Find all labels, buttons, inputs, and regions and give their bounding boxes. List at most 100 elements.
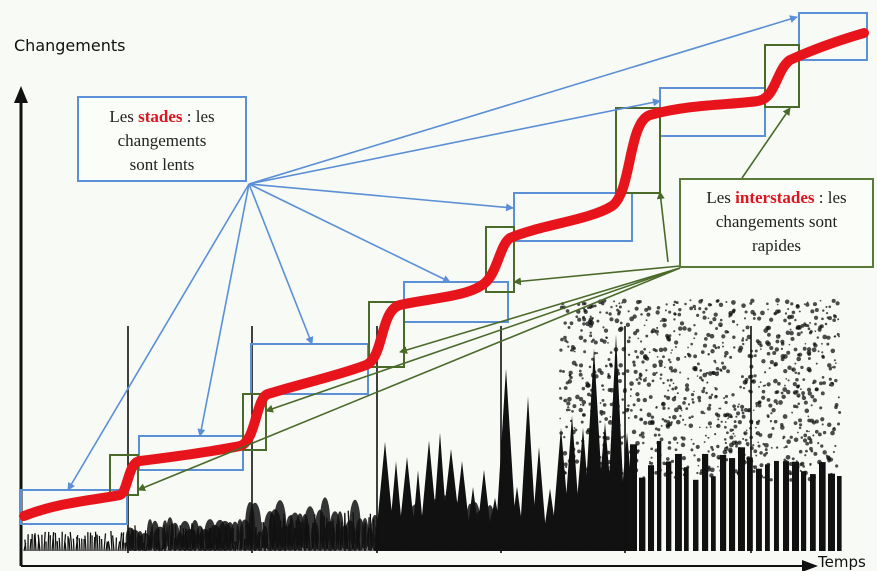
- vegetation-shape: [763, 453, 767, 457]
- vegetation-shape: [608, 312, 612, 316]
- vegetation-shape: [770, 446, 773, 449]
- interstade-box: [368, 301, 405, 368]
- vegetation-shape: [809, 322, 812, 324]
- vegetation-shape: [673, 318, 676, 321]
- vegetation-shape: [641, 435, 645, 439]
- vegetation-shape: [716, 424, 719, 428]
- vegetation-shape: [724, 394, 728, 398]
- vegetation-shape: [615, 467, 618, 471]
- vegetation-shape: [768, 403, 773, 408]
- vegetation-shape: [572, 466, 576, 470]
- vegetation-shape: [802, 465, 805, 468]
- vegetation-shape: [684, 467, 689, 551]
- vegetation-shape: [821, 351, 824, 354]
- vegetation-shape: [677, 404, 682, 410]
- vegetation-shape: [569, 475, 573, 479]
- vegetation-shape: [560, 337, 564, 342]
- vegetation-shape: [702, 380, 704, 382]
- vegetation-shape: [639, 477, 646, 551]
- vegetation-shape: [685, 407, 689, 411]
- vegetation-shape: [835, 464, 839, 468]
- vegetation-shape: [819, 381, 823, 386]
- vegetation-shape: [819, 462, 826, 551]
- vegetation-shape: [822, 381, 826, 385]
- vegetation-shape: [811, 347, 817, 353]
- vegetation-shape: [693, 454, 696, 457]
- vegetation-shape: [692, 442, 695, 445]
- vegetation-shape: [755, 431, 761, 436]
- vegetation-shape: [793, 391, 796, 394]
- vegetation-shape: [784, 312, 788, 315]
- vegetation-shape: [617, 428, 621, 432]
- vegetation-shape: [733, 420, 737, 424]
- vegetation-shape: [700, 298, 704, 302]
- vegetation-shape: [773, 312, 776, 315]
- vegetation-shape: [621, 372, 625, 376]
- vegetation-shape: [650, 456, 653, 459]
- vegetation-shape: [622, 411, 625, 414]
- vegetation-shape: [709, 426, 712, 428]
- vegetation-shape: [570, 447, 576, 452]
- vegetation-shape: [780, 347, 784, 351]
- vegetation-shape: [635, 355, 640, 359]
- vegetation-shape: [831, 366, 834, 369]
- vegetation-shape: [563, 462, 568, 467]
- vegetation-shape: [590, 372, 596, 378]
- vegetation-shape: [656, 305, 661, 310]
- vegetation-shape: [584, 476, 589, 481]
- vegetation-shape: [725, 446, 729, 449]
- vegetation-shape: [602, 442, 607, 448]
- vegetation-shape: [689, 306, 694, 311]
- vegetation-shape: [602, 326, 605, 329]
- vegetation-shape: [588, 445, 593, 450]
- vegetation-shape: [709, 467, 715, 473]
- vegetation-shape: [716, 413, 721, 418]
- vegetation-shape: [808, 440, 813, 445]
- vegetation-shape: [29, 538, 32, 552]
- vegetation-shape: [822, 450, 827, 455]
- vegetation-shape: [770, 433, 773, 436]
- vegetation-shape: [110, 531, 113, 552]
- vegetation-shape: [771, 426, 775, 430]
- vegetation-shape: [729, 355, 733, 359]
- vegetation-shape: [810, 474, 816, 551]
- vegetation-shape: [804, 408, 810, 414]
- vegetation-shape: [708, 403, 712, 407]
- interstade-arrows: [137, 107, 791, 492]
- vegetation-shape: [732, 335, 736, 339]
- vegetation-shape: [560, 467, 564, 471]
- vegetation-shape: [590, 340, 594, 343]
- vegetation-shape: [602, 435, 607, 440]
- vegetation-shape: [632, 314, 637, 319]
- vegetation-shape: [714, 386, 716, 389]
- vegetation-shape: [778, 400, 783, 405]
- vegetation-shape: [56, 541, 59, 552]
- vegetation-shape: [656, 356, 659, 358]
- vegetation-shape: [702, 315, 707, 320]
- vegetation-shape: [724, 350, 729, 356]
- vegetation-shape: [610, 442, 616, 448]
- vegetation-shape: [565, 408, 569, 412]
- vegetation-shape: [665, 457, 670, 461]
- vegetation-shape: [757, 340, 762, 346]
- vegetation-shape: [690, 438, 693, 441]
- vegetation-shape: [817, 432, 822, 437]
- vegetation-shape: [795, 384, 800, 389]
- vegetation-shape: [634, 350, 638, 353]
- vegetation-shape: [801, 471, 807, 551]
- vegetation-shape: [656, 326, 659, 329]
- vegetation-shape: [629, 395, 632, 397]
- vegetation-shape: [714, 433, 717, 436]
- vegetation-shape: [705, 426, 708, 429]
- vegetation-shape: [735, 415, 738, 418]
- vegetation-shape: [763, 328, 769, 333]
- vegetation-shape: [682, 418, 685, 421]
- vegetation-shape: [713, 312, 718, 317]
- vegetation-shape: [582, 315, 586, 319]
- vegetation-shape: [619, 471, 624, 476]
- stade-arrow: [248, 98, 661, 185]
- vegetation-shape: [655, 371, 658, 374]
- vegetation-shape: [833, 314, 837, 319]
- vegetation-shape: [610, 454, 613, 456]
